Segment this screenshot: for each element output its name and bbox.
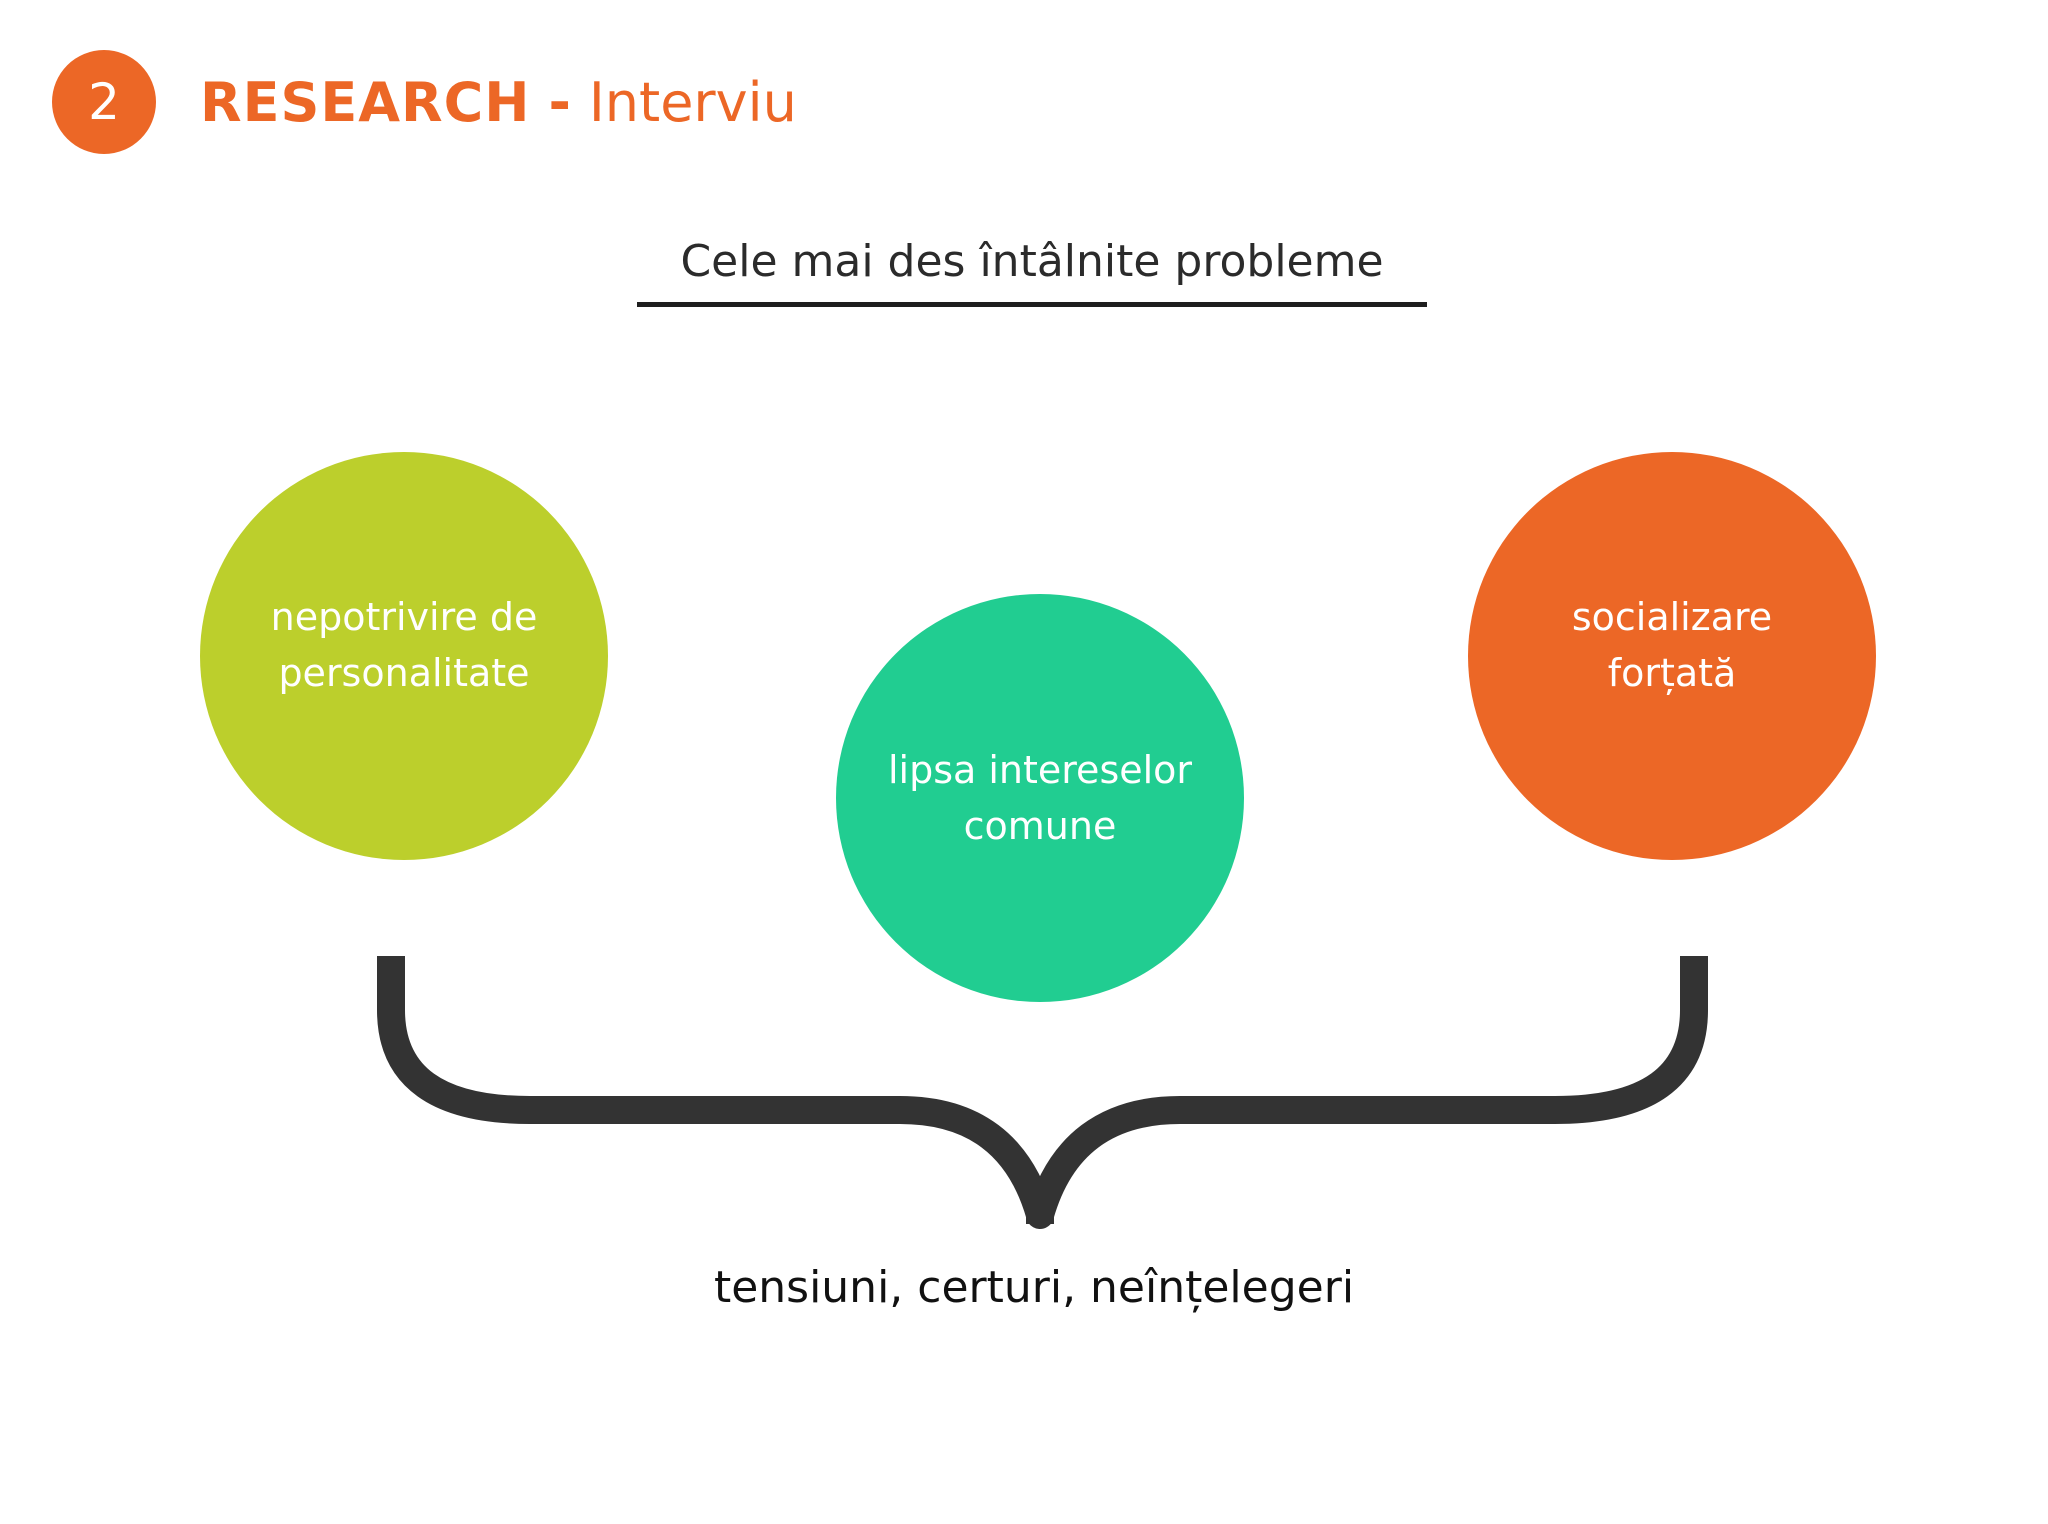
problem-bubble-interests: lipsa intereselor comune (836, 594, 1244, 1002)
problem-label-personality: nepotrivire de personalitate (270, 595, 538, 695)
result-label: tensiuni, certuri, neînțelegeri (713, 1262, 1355, 1313)
slide-title-sub: Interviu (588, 70, 797, 134)
slide-title-main: RESEARCH (200, 70, 531, 134)
problem-bubble-forced-socializing: socializare forțată (1468, 452, 1876, 860)
step-number-badge: 2 (52, 50, 156, 154)
step-number: 2 (88, 73, 120, 131)
problem-label-interests: lipsa intereselor comune (887, 748, 1193, 848)
slide-title-separator: - (548, 70, 571, 134)
curly-brace-tip (1026, 1190, 1054, 1224)
problem-label-forced-socializing: socializare forțată (1571, 595, 1773, 695)
problem-bubble-personality: nepotrivire de personalitate (200, 452, 608, 860)
slide-title: RESEARCH - Interviu (200, 66, 797, 138)
heading-underline (637, 302, 1427, 307)
section-heading: Cele mai des întâlnite probleme (680, 236, 1384, 287)
